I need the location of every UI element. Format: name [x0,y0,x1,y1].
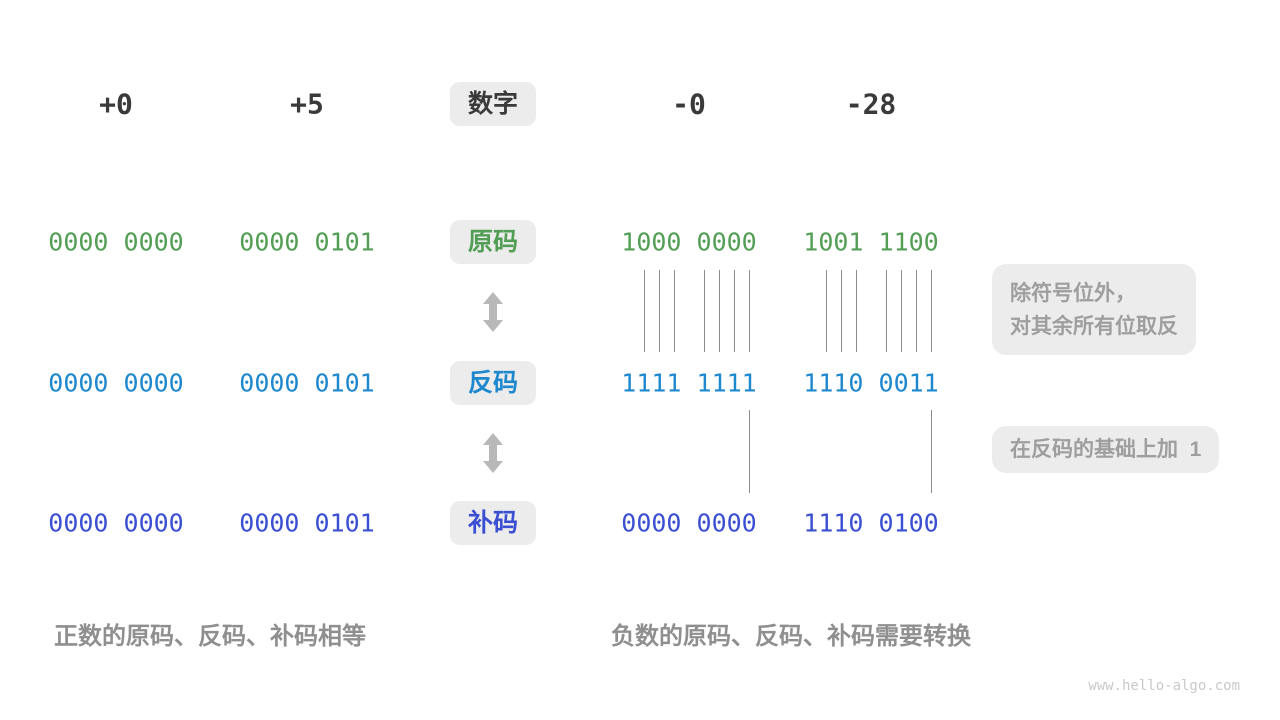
invert-note-line1: 除符号位外， [1010,282,1136,305]
twos-complement-pos-zero: 0000 0000 [48,508,184,538]
sign-magnitude-neg-28: 1001 1100 [803,227,939,257]
bit-flip-line [841,270,842,352]
sign-magnitude-pos-zero: 0000 0000 [48,227,184,257]
ones-complement-neg-zero: 1111 1111 [621,368,757,398]
bit-flip-line [901,270,902,352]
bit-flip-line [931,270,932,352]
badge-ones-complement: 反码 [449,361,537,405]
row-label: 原码 [467,228,519,256]
caption-positive: 正数的原码、反码、补码相等 [54,623,366,650]
bit-flip-line [719,270,720,352]
bit-flip-line [749,270,750,352]
bit-flip-line [734,270,735,352]
header-value-plus-5: +5 [290,87,324,121]
header-label-badge: 数字 [449,82,537,126]
updown-arrow-icon [482,433,504,473]
sign-magnitude-pos-five: 0000 0101 [239,227,375,257]
updown-arrow-icon [482,292,504,332]
bit-flip-lines-neg-28 [826,270,932,352]
plus-one-line [931,410,932,493]
row-label: 反码 [467,369,519,397]
row-label: 补码 [467,509,519,537]
bit-flip-line [826,270,827,352]
badge-twos-complement: 补码 [449,501,537,545]
bit-flip-line [916,270,917,352]
watermark: www.hello-algo.com [1088,678,1240,694]
plus-one-line [749,410,750,493]
header-value-minus-28: -28 [845,87,897,121]
bit-flip-line [704,270,705,352]
ones-complement-pos-five: 0000 0101 [239,368,375,398]
header-value-plus-0: +0 [99,87,133,121]
bit-flip-line [659,270,660,352]
bit-flip-line [674,270,675,352]
bit-flip-line [856,270,857,352]
ones-complement-pos-zero: 0000 0000 [48,368,184,398]
twos-complement-neg-zero: 0000 0000 [621,508,757,538]
plus-one-note-box: 在反码的基础上加 1 [992,426,1220,473]
twos-complement-neg-28: 1110 0100 [803,508,939,538]
bit-flip-lines-neg-zero [644,270,750,352]
caption-negative: 负数的原码、反码、补码需要转换 [611,623,971,650]
header-value-minus-0: -0 [672,87,706,121]
sign-magnitude-neg-zero: 1000 0000 [621,227,757,257]
ones-complement-neg-28: 1110 0011 [803,368,939,398]
invert-note-box: 除符号位外， 对其余所有位取反 [992,264,1196,355]
invert-note-line2: 对其余所有位取反 [1010,315,1178,338]
header-label: 数字 [467,90,519,118]
bit-flip-line [886,270,887,352]
bit-flip-line [644,270,645,352]
twos-complement-pos-five: 0000 0101 [239,508,375,538]
badge-sign-magnitude: 原码 [449,220,537,264]
